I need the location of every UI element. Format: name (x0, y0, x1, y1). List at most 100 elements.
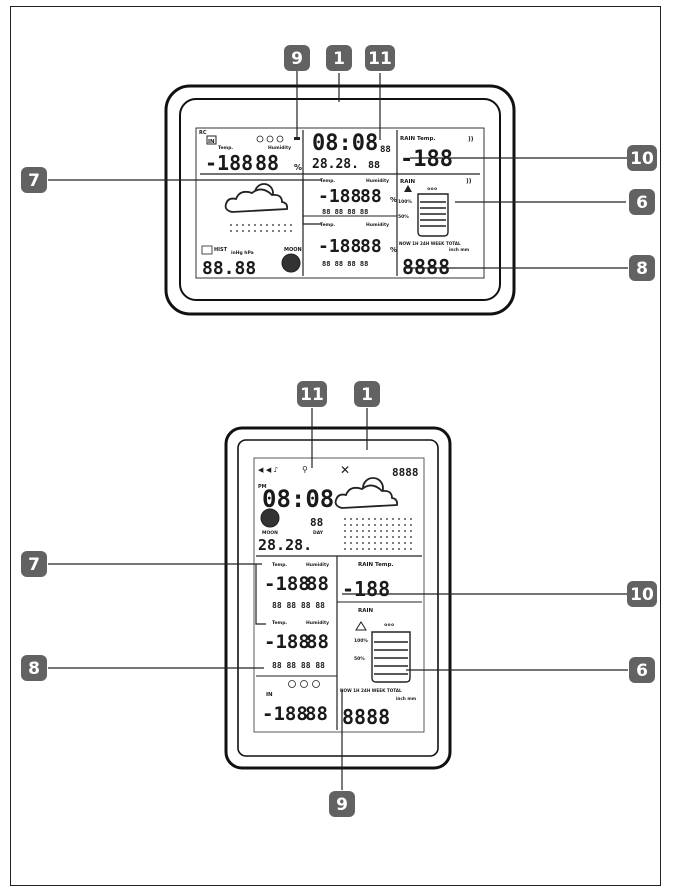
top-right-digits: 8888 (392, 466, 419, 479)
pm-label: PM (258, 484, 267, 490)
callout-bottom-1: 1 (354, 381, 380, 407)
callout-top-8: 8 (629, 255, 655, 281)
rain-label-bottom: RAIN (358, 608, 374, 614)
alert-icon (404, 185, 412, 192)
callout-number: 8 (636, 259, 648, 279)
callout-number: 11 (300, 385, 324, 405)
indoor-temp-digits: -188 (205, 151, 253, 175)
moon-label-bottom: MOON (262, 530, 278, 536)
clock-digits-bottom: 08:08 (262, 485, 334, 513)
top-device-inner-frame (179, 98, 501, 301)
rain-temp-digits-bottom: -188 (342, 577, 390, 601)
indoor-temp-bottom: -188 (262, 703, 308, 725)
day-label: DAY (313, 530, 324, 536)
battery-icon (294, 137, 300, 140)
callout-number: 6 (636, 193, 648, 213)
ch1-temp-bottom: -188 (264, 573, 310, 595)
clock-digits: 08:08 (312, 131, 378, 156)
callout-bottom-10: 10 (627, 581, 657, 607)
humidity-label: Humidity (268, 145, 291, 151)
pressure-units: inHg hPa (231, 250, 254, 256)
ch1-minmax-bottom: 88 88 88 88 (272, 601, 325, 610)
day-digits: 88 (368, 160, 380, 171)
ch2-hum-bottom: 88 (306, 631, 329, 653)
percent-100-bottom: 100% (354, 638, 368, 644)
ch1-humidity-digits: 88 (360, 186, 382, 207)
ch1-temp-digits: -188 (318, 186, 361, 207)
date-digits-bottom: 28.28. (258, 536, 312, 554)
callout-top-11: 11 (365, 45, 395, 71)
date-digits: 28.28. (312, 157, 359, 172)
callout-bottom-11: 11 (297, 381, 327, 407)
signal-tower-icon: ✕ (340, 463, 350, 477)
bottom-lcd-area (253, 457, 425, 733)
moon-label: MOON (284, 247, 302, 253)
callout-number: 10 (630, 585, 654, 605)
svg-text:Humidity: Humidity (306, 562, 329, 568)
callout-number: 1 (333, 49, 345, 69)
svg-text:Temp.: Temp. (320, 222, 335, 228)
ch2-temp-digits: -188 (318, 236, 361, 257)
svg-text:Temp.: Temp. (272, 562, 287, 568)
rain-drops-small-icon: ₒₒₒ (427, 184, 438, 192)
callout-bottom-7: 7 (21, 551, 47, 577)
svg-text:%: % (390, 196, 397, 204)
ch2-minmax-digits: 88 88 88 88 (322, 260, 368, 268)
cloud-icon-bottom (334, 484, 399, 509)
in-label-bottom: IN (266, 692, 273, 698)
rain-total-bottom: 8888 (342, 705, 390, 729)
pressure-digits: 88.88 (202, 258, 256, 279)
cloud-icon (224, 188, 289, 213)
rain-temp-digits: -188 (400, 147, 453, 172)
moon-icon-bottom (260, 508, 280, 528)
alarm-icon: ⚲ (302, 465, 308, 474)
callout-top-6: 6 (629, 189, 655, 215)
signal-icon: )) (468, 136, 474, 143)
smiley-happy-icon (256, 135, 264, 143)
sound-icon: ◀ ◀ ♪ (258, 466, 278, 474)
percent-100: 100% (398, 199, 412, 205)
svg-text:Humidity: Humidity (366, 178, 389, 184)
moon-icon (281, 253, 301, 273)
seconds-digits: 88 (380, 145, 391, 155)
callout-top-7: 7 (21, 167, 47, 193)
ch1-hum-bottom: 88 (306, 573, 329, 595)
bottom-device-inner-frame (237, 439, 439, 757)
bottom-device-outer-frame (224, 426, 452, 770)
rain-signal-icon: )) (466, 178, 472, 185)
rain-drops-icon (228, 220, 294, 236)
callout-number: 7 (28, 171, 40, 191)
rc-label: RC (199, 130, 207, 136)
smiley-sad-icon (276, 135, 284, 143)
callout-number: 11 (368, 49, 392, 69)
callout-top-1: 1 (326, 45, 352, 71)
callout-top-10: 10 (627, 145, 657, 171)
ch1-minmax-digits: 88 88 88 88 (322, 208, 368, 216)
ch2-minmax-bottom: 88 88 88 88 (272, 661, 325, 670)
rain-total-digits: 8888 (402, 255, 450, 279)
callout-number: 8 (28, 659, 40, 679)
rain-gauge-icon (417, 193, 449, 237)
top-device-outer-frame (164, 84, 516, 316)
callout-number: 6 (636, 661, 648, 681)
in-label: IN (208, 139, 215, 145)
svg-text:ₒₒₒ: ₒₒₒ (384, 620, 395, 628)
svg-text:Temp.: Temp. (272, 620, 287, 626)
top-device: RC IN Temp. Humidity -188 88 % HIST inHg… (48, 67, 628, 316)
rain-temp-label-bottom: RAIN Temp. (358, 562, 394, 568)
hist-label: HIST (214, 247, 228, 253)
callout-bottom-9: 9 (329, 791, 355, 817)
svg-text:Temp.: Temp. (320, 178, 335, 184)
callout-number: 10 (630, 149, 654, 169)
callout-bottom-8: 8 (21, 655, 47, 681)
rain-temp-label: RAIN Temp. (400, 136, 436, 142)
svg-text:Humidity: Humidity (306, 620, 329, 626)
rain-drops-icon-bottom (340, 516, 414, 550)
ch2-temp-bottom: -188 (264, 631, 310, 653)
svg-text:Humidity: Humidity (366, 222, 389, 228)
temp-label: Temp. (218, 145, 233, 151)
callout-number: 1 (361, 385, 373, 405)
callout-number: 9 (336, 795, 348, 815)
top-lcd-area (195, 127, 485, 279)
